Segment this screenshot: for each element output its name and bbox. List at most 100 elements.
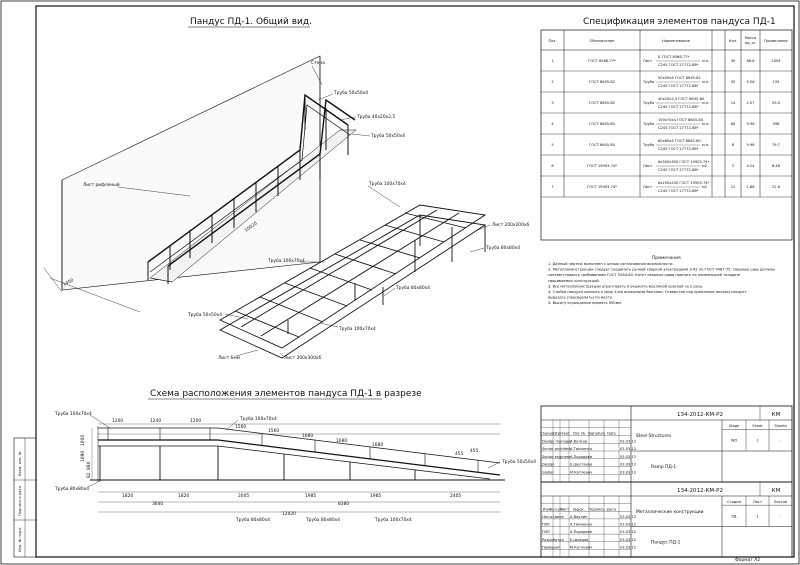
lbl-frame-top: Труба 100х70х4 [368, 180, 406, 187]
notes-line: 4. Стойки пандуса крепить к полу 4-мя ан… [548, 290, 746, 294]
spec-prefix: Труба [642, 80, 654, 84]
dim-h-3: 82 [86, 472, 92, 478]
spec-name1: 100х70х4 ГОСТ 8645-80 [658, 118, 704, 122]
spec-name1: 6х200х200 ГОСТ 19903-74* [658, 181, 710, 185]
iso-frame [219, 204, 487, 359]
spec-pos: 3 [551, 101, 553, 105]
dim-top-5: 1680 [302, 433, 313, 439]
section-dims-height: 1000 1090 880 82 [80, 428, 93, 480]
notes-line: 3. Все металлоконструкции огрунтовать и … [548, 284, 703, 288]
section-title: Схема расположения элементов пандуса ПД-… [150, 389, 422, 399]
stamp1-code: 134-2012-КМ-Р2 [677, 412, 723, 418]
dim-top-7: 1680 [372, 442, 383, 448]
spec-note: 2004 [771, 59, 781, 63]
dim-top-9: 455 [470, 448, 479, 454]
stamp2-person: М.Котлевич [570, 545, 592, 549]
spec-prefix: Труба [642, 122, 654, 126]
dim-b1-3: 1985 [305, 493, 316, 499]
stamp1-mark: КМ [772, 412, 781, 418]
lbl-frame-post2: Труба 80х80х4 [395, 284, 430, 291]
spec-prefix: Лист [643, 164, 652, 168]
spec-name2: С245 ГОСТ 27772-88* [658, 63, 699, 67]
stamp1-role: Design [542, 463, 554, 467]
spec-qty: 8 [732, 143, 735, 147]
dim-top-1: 1240 [150, 418, 161, 424]
sec-lbl-b1: Труба 80х80х4 [235, 516, 270, 523]
stamp2-stage-1: 1 [756, 514, 758, 518]
spec-unit: м.п. [702, 101, 709, 105]
stamp2-hdr-5: Дата [607, 507, 616, 511]
stamp2-mark: КМ [772, 488, 781, 494]
spec-hdr-5: Примечание [764, 39, 788, 43]
strip-inv: Инв. № подл. [18, 527, 22, 552]
lbl-frame-post: Труба 80х80х4 [485, 244, 520, 251]
dim-top-4: 1560 [268, 428, 279, 434]
spec-qty: 12 [731, 185, 736, 189]
stamp2-date: 03.03.12 [620, 530, 636, 534]
stamp2-role: ГИП [542, 523, 550, 527]
strip-sign: Подпись и дата [18, 486, 22, 516]
lbl-wall: Стена [311, 60, 325, 66]
sec-lbl-top2: Труба 100х70х4 [239, 415, 277, 422]
spec-mass: 66.8 [746, 59, 755, 63]
stamp2-person: А.Тимченко [570, 523, 592, 527]
stamp2-person: Е.Шевцов [570, 538, 588, 542]
spec-code: ГОСТ 19903-74* [587, 185, 617, 189]
stamp1-date: 03.03.12 [620, 455, 636, 459]
spec-prefix: Труба [642, 101, 654, 105]
spec-hdr-1: Обозначение [590, 39, 616, 43]
stamp2-hdr-1: Кол.уч. [550, 507, 564, 511]
stamp1-date: 03.03.12 [620, 447, 636, 451]
spec-code: ГОСТ 8645-80 [589, 122, 616, 126]
spec-note: 22.6 [772, 185, 781, 189]
sec-lbl-b3: Труба 100х70х4 [374, 516, 412, 523]
spec-code: ГОСТ 8645-80 [589, 101, 616, 105]
iso-len-side: 1450 [62, 277, 75, 288]
sec-lbl-top: Труба 100х70х4 [54, 410, 92, 417]
inner-border [35, 5, 795, 558]
dim-b1-4: 1985 [370, 493, 381, 499]
dim-h-2: 880 [86, 461, 92, 470]
stamp2-role: Разработал [542, 538, 564, 542]
spec-mass: 1.88 [746, 185, 755, 189]
spec-mass: 4.24 [746, 164, 755, 168]
dim-top-6: 1680 [336, 438, 347, 444]
dim-top-3: 1560 [235, 424, 246, 430]
stamp2-part: Пандус ПД-1 [651, 539, 681, 545]
dim-b2-0: 3640 [152, 501, 163, 507]
dim-b1-1: 1820 [178, 493, 189, 499]
stamp1-role: Global [542, 470, 553, 474]
stamp2-hdr-3: №док. [573, 507, 585, 511]
stamp1-stage-2: - [780, 439, 782, 443]
stamp1-hdr-2: Sheet [559, 432, 570, 436]
dim-b1-0: 1820 [122, 493, 133, 499]
spec-pos: 5 [551, 143, 553, 147]
lbl-pipe-top: Труба 50х50х4 [333, 89, 368, 96]
sec-lbl-b2: Труба 80х80х4 [305, 516, 340, 523]
spec-name2: С245 ГОСТ 27772-88* [658, 147, 699, 151]
spec-code: ГОСТ 8568-77* [588, 59, 616, 63]
spec-name1: 80х80х4 ГОСТ 8645-80 [658, 139, 701, 143]
stamp1-stage-hdr-2: Sheets [774, 424, 786, 428]
notes-line: 2. Металлоконструкции следует соединять … [548, 268, 775, 272]
notes-line: свариваемых конструкций. [548, 279, 600, 283]
stamp1-hdr-1: Qty [553, 432, 560, 436]
stamp1-stage-1: 1 [756, 439, 758, 443]
spec-hdr-2: Наименование [662, 39, 691, 43]
section-structure [90, 426, 505, 482]
stamp2-role: Нач.отдела [542, 515, 564, 519]
stamp2-stage-2: - [780, 514, 782, 518]
stamp2-role: Проверил [542, 545, 560, 549]
dim-h-1: 1090 [80, 451, 86, 462]
spec-note: 195 [773, 80, 780, 84]
stamp2-hdr-0: Изм. [543, 507, 551, 511]
general-view-title: Пандус ПД-1. Общий вид. [190, 17, 312, 27]
lbl-pipe-mid: Труба 40х20х2,5 [356, 113, 395, 120]
stamp1-role: Senior architect [542, 447, 571, 451]
spec-code: ГОСТ 19903-74* [587, 164, 617, 168]
stamp1-role: Senior engineer [542, 455, 571, 459]
